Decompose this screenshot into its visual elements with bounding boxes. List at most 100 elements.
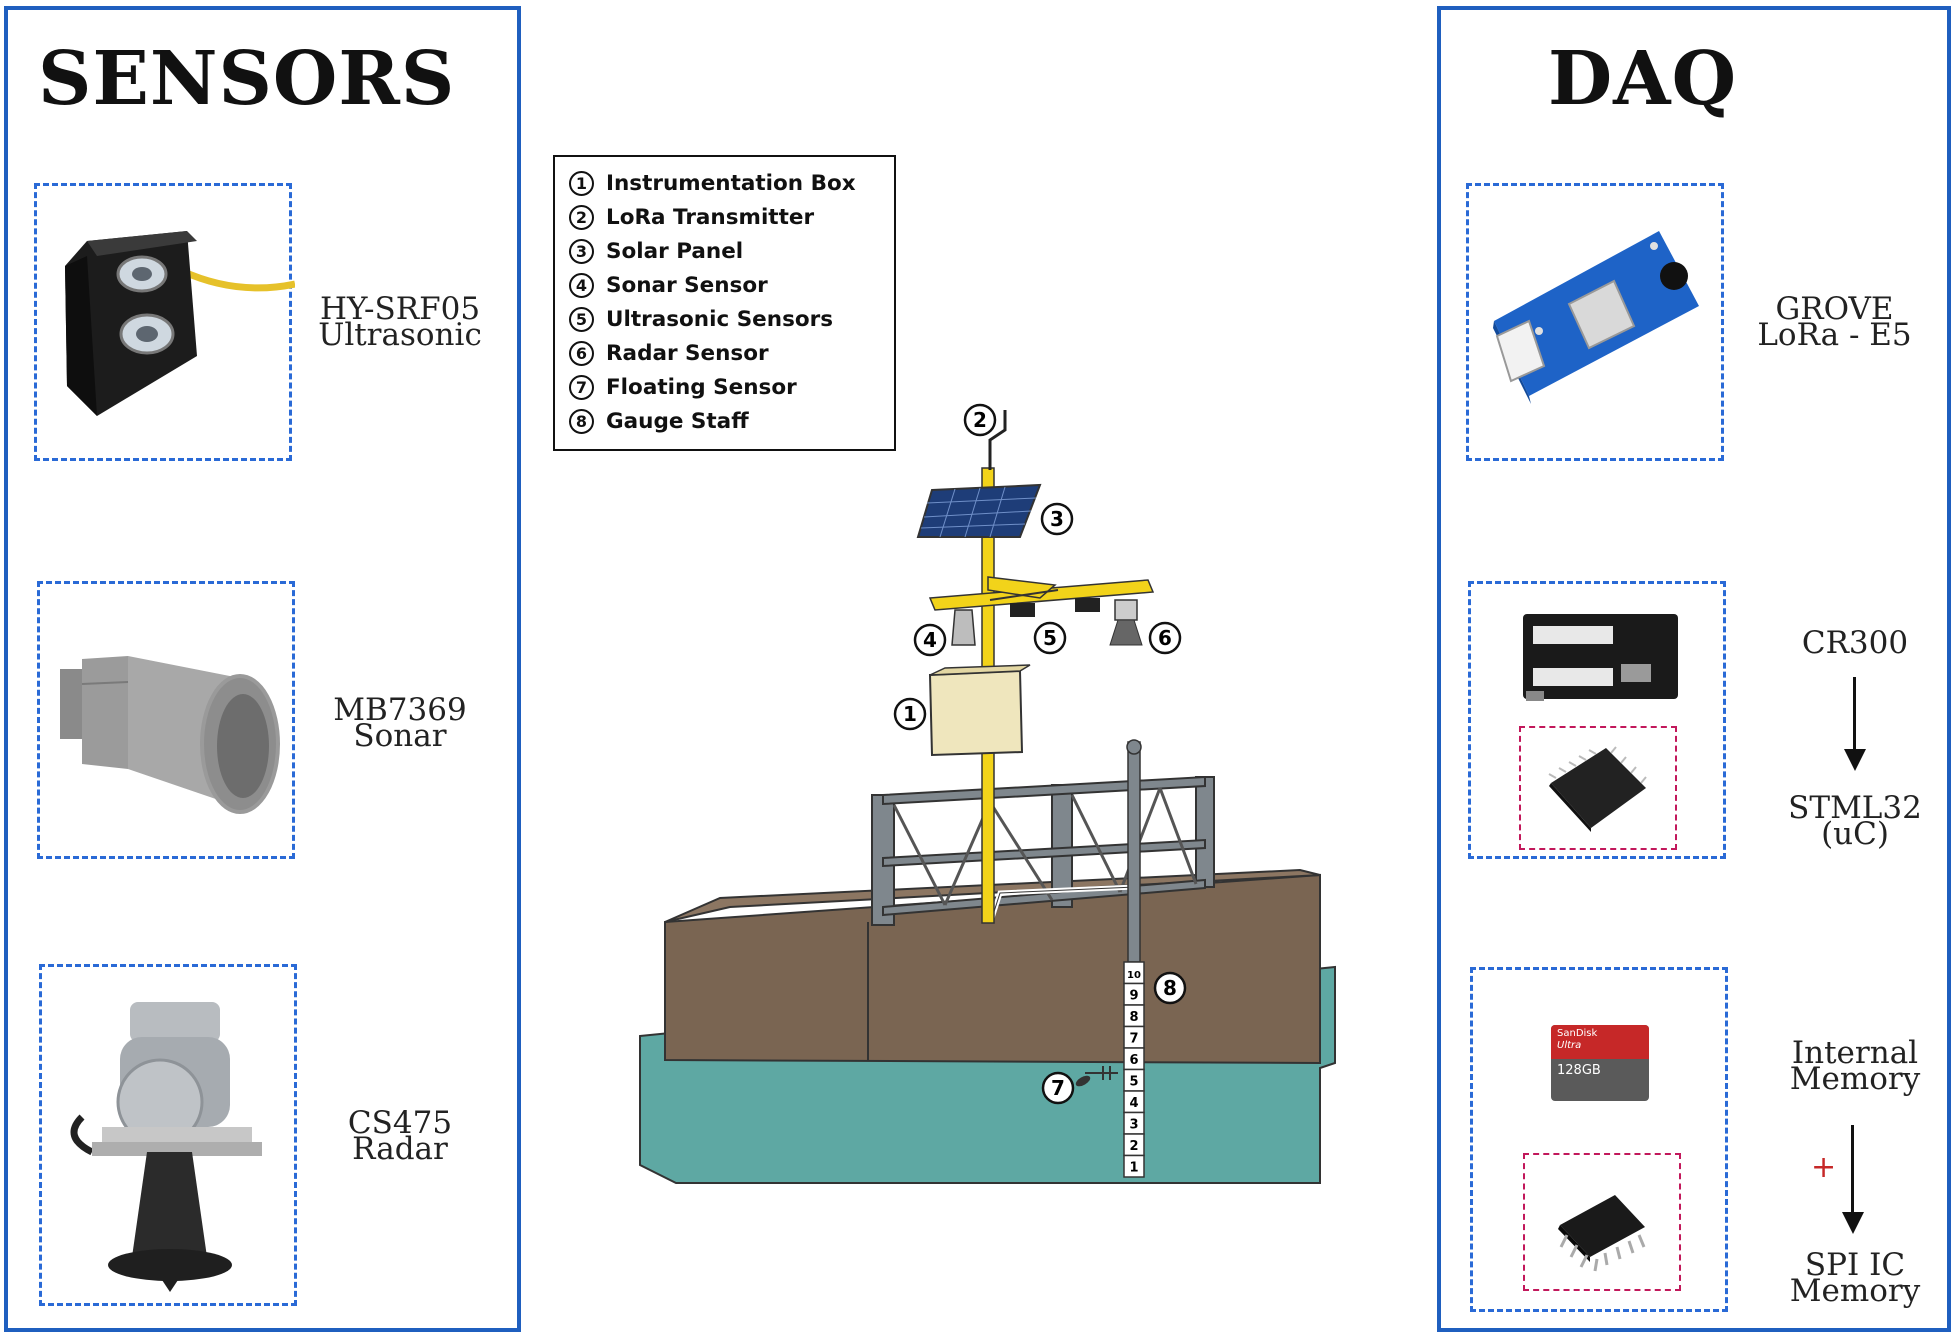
radar-sensor-mount [1109, 599, 1143, 646]
lora-label-line2: LoRa - E5 [1757, 317, 1912, 353]
legend-box: 1 Instrumentation Box 2 LoRa Transmitter 3… [553, 155, 896, 451]
callout-number: 5 [1043, 626, 1057, 650]
callout-circle [1033, 621, 1067, 655]
staff-mark-label: 2 [1129, 1139, 1138, 1154]
stm-label-line1: STML32 [1788, 790, 1922, 826]
staff-mark-label: 7 [1129, 1032, 1138, 1047]
ultrasonic-label: HY-SRF05 Ultrasonic [300, 291, 500, 353]
callout-number: 4 [923, 628, 937, 652]
memory-frame: SanDisk Ultra 128GB [1470, 967, 1728, 1312]
stm32-chip-image [1548, 746, 1647, 832]
lora-label: GROVE LoRa - E5 [1732, 291, 1937, 353]
legend-number: 4 [569, 272, 594, 298]
stm-label: STML32 (uC) [1770, 790, 1940, 852]
callout-number: 7 [1051, 1076, 1065, 1100]
ultrasonic-label-line2: Ultrasonic [318, 317, 482, 353]
callout-number: 3 [1050, 507, 1064, 531]
legend-label: Gauge Staff [606, 408, 749, 434]
callout-circle [913, 623, 947, 657]
spi-label: SPI IC Memory [1770, 1247, 1940, 1309]
staff-mark-label: 1 [1129, 1161, 1138, 1176]
antenna [988, 410, 1007, 470]
legend-number: 5 [569, 306, 594, 332]
callout-circle [1041, 1071, 1075, 1105]
spi-chip-frame [1523, 1153, 1681, 1291]
datalogger-frame [1468, 581, 1726, 859]
callout-circle [1148, 621, 1182, 655]
legend-item: 6 Radar Sensor [569, 336, 894, 370]
legend-item: 8 Gauge Staff [569, 404, 894, 438]
sonar-label-line2: Sonar [353, 718, 447, 754]
sonar-sensor-frame [37, 581, 295, 859]
plus-sign: + [1811, 1150, 1837, 1185]
radar-sensor-frame [39, 964, 297, 1306]
spi-label-line2: Memory [1789, 1273, 1921, 1309]
legend-number: 1 [569, 170, 594, 196]
sensors-panel: SENSORS [4, 6, 521, 1332]
sd-card-image: SanDisk Ultra 128GB [1551, 1025, 1649, 1101]
legend-label: LoRa Transmitter [606, 204, 815, 230]
legend-label: Instrumentation Box [606, 170, 856, 196]
legend-number: 3 [569, 238, 594, 264]
gauge-staff-pole [1127, 741, 1141, 963]
callout-number: 6 [1158, 626, 1172, 650]
instrumentation-box [928, 669, 1024, 757]
internal-memory-label: Internal Memory [1770, 1035, 1940, 1095]
legend-number: 6 [569, 340, 594, 366]
memory-arrow [1851, 1125, 1854, 1215]
stm32-frame [1519, 726, 1677, 850]
ultrasonic-sensor-frame [34, 183, 295, 461]
legend-item: 3 Solar Panel [569, 234, 894, 268]
sonar-sensor-image [60, 656, 280, 814]
legend-item: 5 Ultrasonic Sensors [569, 302, 894, 336]
sd-brand: SanDisk [1557, 1028, 1598, 1039]
legend-item: 2 LoRa Transmitter [569, 200, 894, 234]
lora-module-frame [1466, 183, 1724, 461]
staff-mark-label: 6 [1129, 1053, 1138, 1068]
sonar-label: MB7369 Sonar [300, 692, 500, 754]
stm-label-line2: (uC) [1821, 816, 1889, 852]
callout-number: 2 [973, 408, 987, 432]
legend-number: 8 [569, 408, 594, 434]
callout-number: 1 [903, 702, 917, 726]
legend-label: Radar Sensor [606, 340, 769, 366]
radar-label-line1: CS475 [347, 1105, 453, 1141]
legend-label: Solar Panel [606, 238, 744, 264]
lora-label-line1: GROVE [1775, 291, 1894, 327]
ultrasonic-label-line1: HY-SRF05 [319, 291, 481, 327]
cr300-image [1523, 614, 1678, 701]
ultrasonic-sensor-image [65, 231, 295, 416]
daq-title: DAQ [1548, 36, 1738, 122]
ultrasonic-sensor-mount-1 [1010, 603, 1035, 617]
ultrasonic-sensor-mount-2 [1075, 598, 1100, 612]
callout-number: 8 [1163, 976, 1177, 1000]
staff-mark-label: 8 [1129, 1010, 1138, 1025]
sd-capacity: 128GB [1557, 1063, 1601, 1078]
spi-label-line1: SPI IC [1804, 1247, 1906, 1283]
legend-number: 2 [569, 204, 594, 230]
callout-circle [963, 403, 997, 437]
staff-mark-label: 9 [1129, 989, 1138, 1004]
memory-arrowhead [1842, 1212, 1864, 1234]
sd-series: Ultra [1557, 1040, 1582, 1051]
radar-label: CS475 Radar [300, 1105, 500, 1167]
staff-mark-box [1123, 1154, 1145, 1178]
sonar-label-line1: MB7369 [333, 692, 467, 728]
sensors-title: SENSORS [38, 36, 456, 122]
callout-circle [1040, 502, 1074, 536]
lora-module-image [1493, 231, 1699, 404]
solar-panel [916, 483, 1042, 538]
callout-circle [893, 697, 927, 731]
sonar-sensor-mount [951, 609, 976, 646]
internal-memory-label-line1: Internal [1791, 1035, 1919, 1071]
staff-mark-label: 10 [1127, 970, 1141, 981]
legend-label: Ultrasonic Sensors [606, 306, 834, 332]
daq-panel: DAQ [1437, 6, 1951, 1332]
callout-circle [1153, 971, 1187, 1005]
spi-ic-chip-image [1558, 1195, 1646, 1272]
floating-sensor [1075, 1066, 1118, 1087]
radar-label-line2: Radar [352, 1131, 448, 1167]
